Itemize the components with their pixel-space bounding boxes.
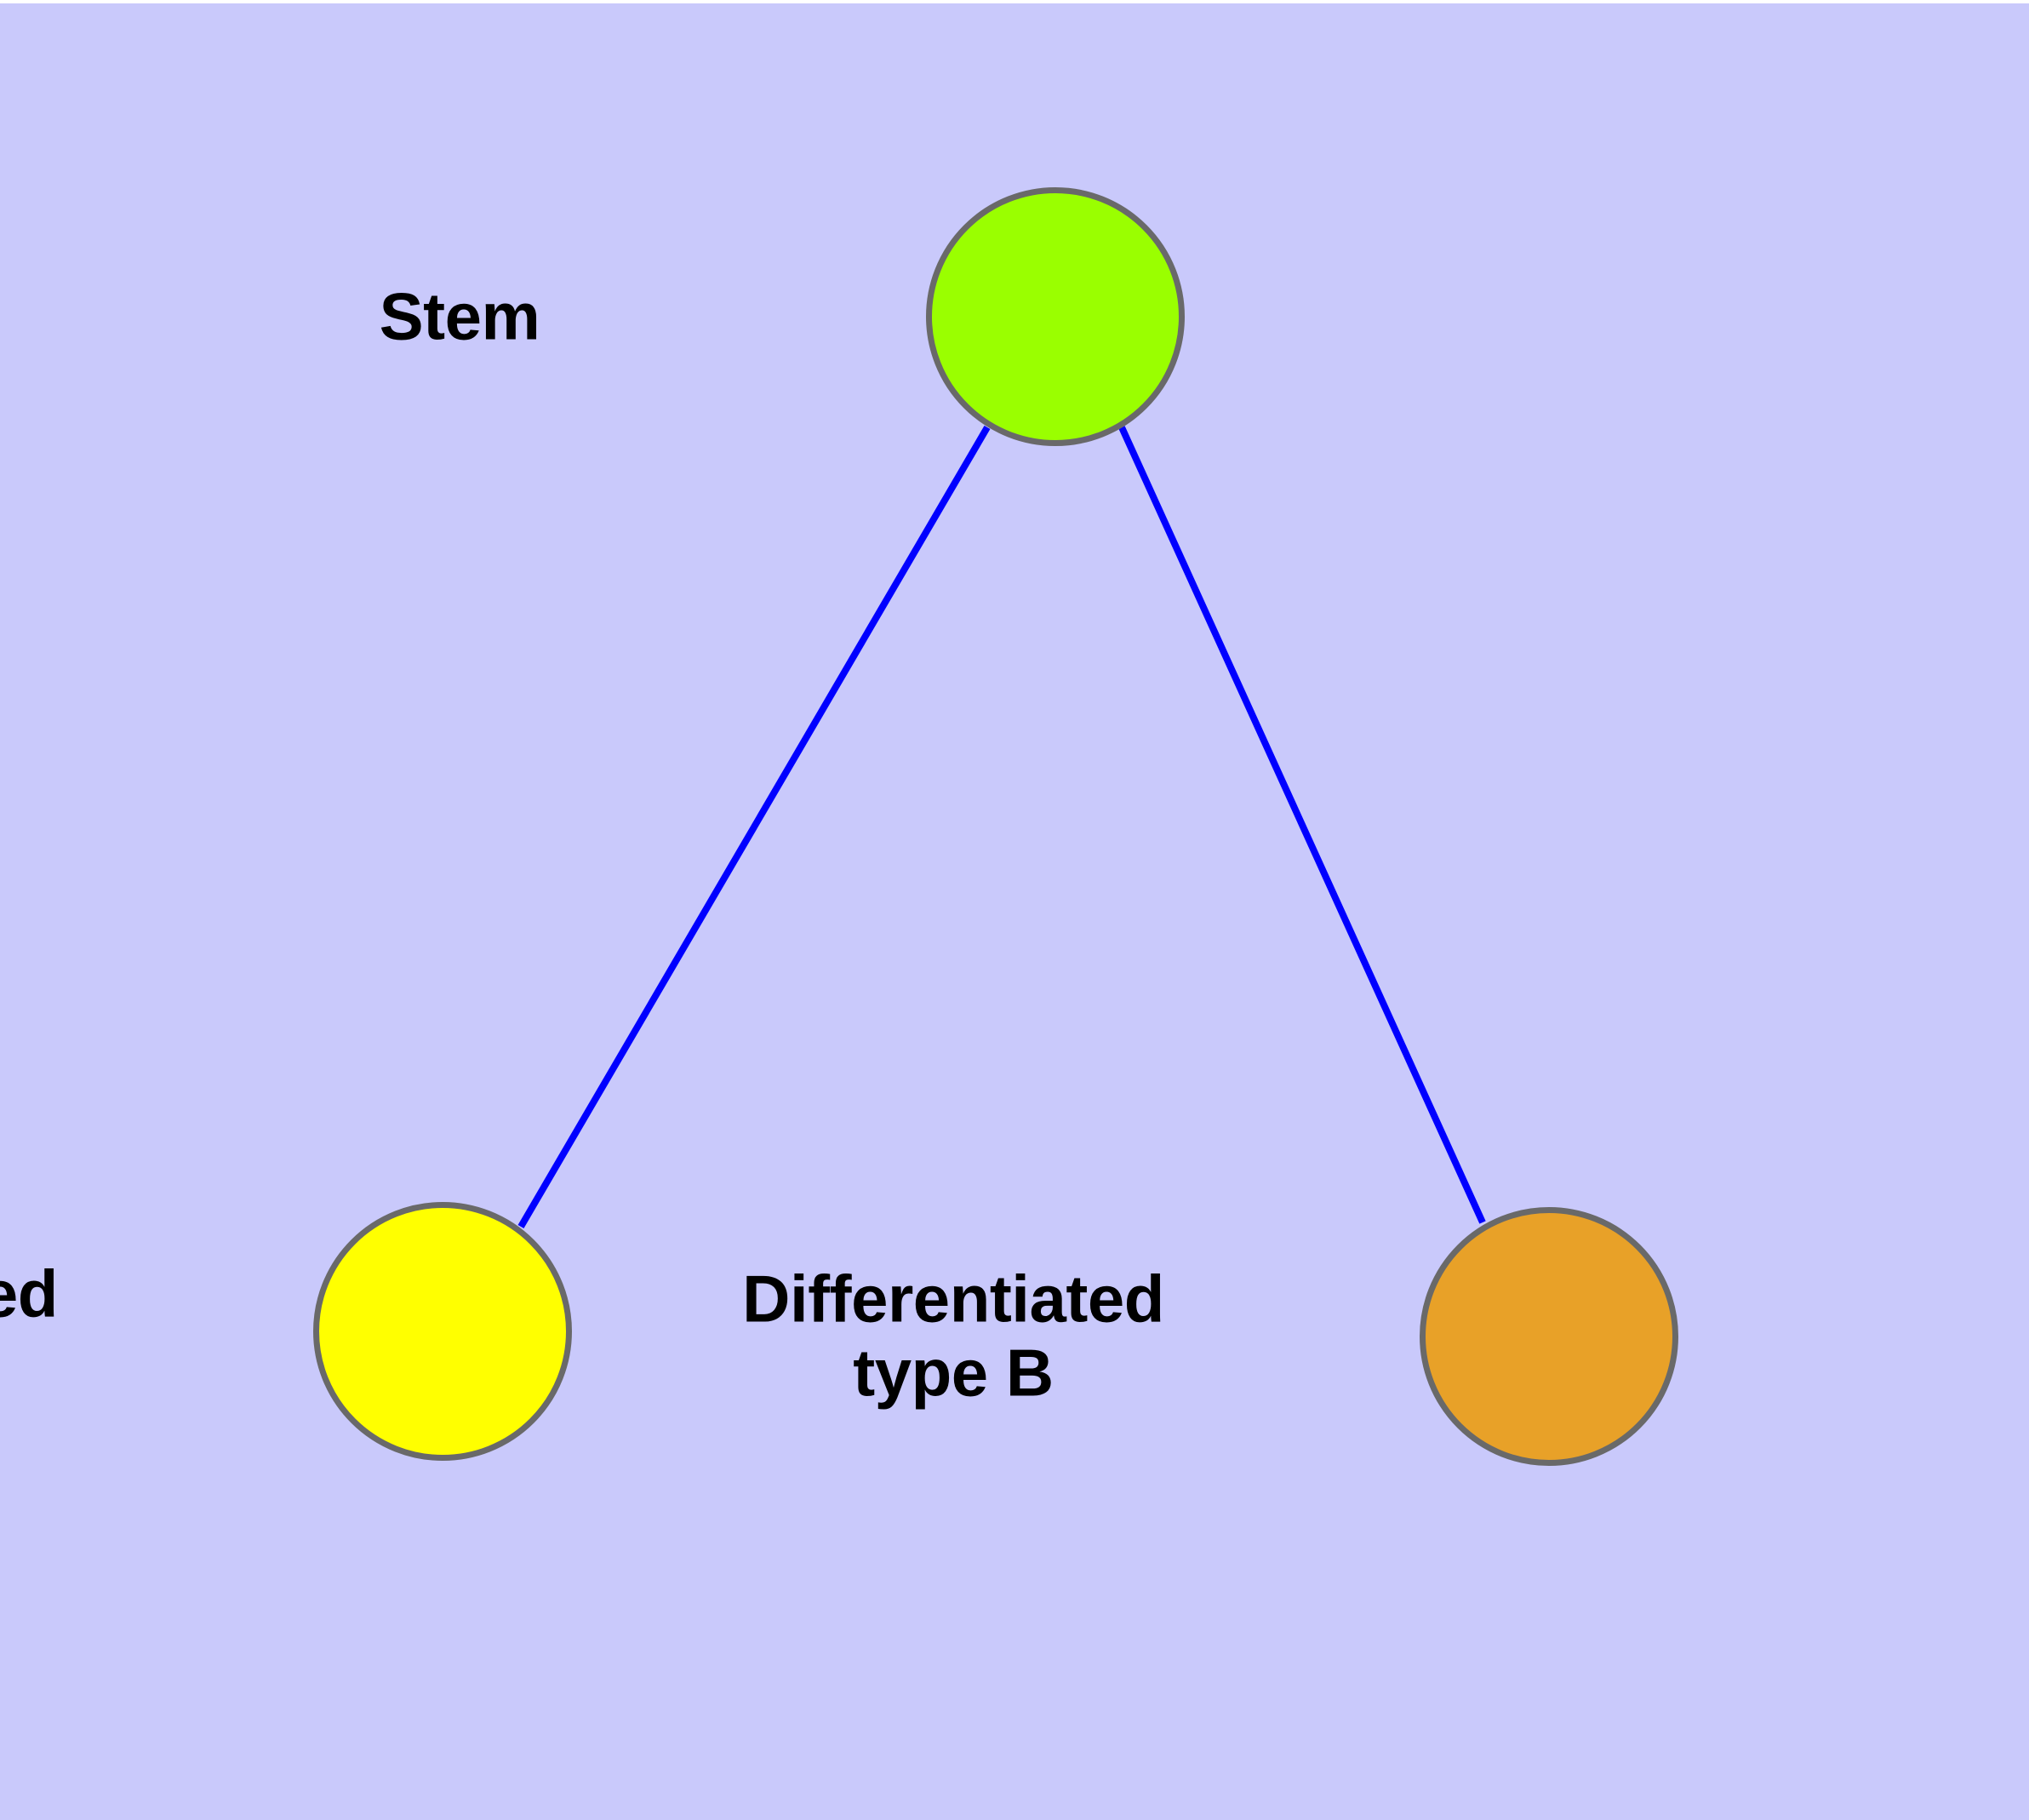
- graph-edge-stem-to-diff-a[interactable]: [517, 425, 991, 1229]
- node-circle-stem[interactable]: [926, 187, 1185, 446]
- node-circle-diff-a[interactable]: [313, 1202, 572, 1461]
- graph-edge-stem-to-diff-b[interactable]: [1118, 426, 1486, 1224]
- edge-collection: [517, 425, 1486, 1229]
- node-circle-diff-b[interactable]: [1420, 1207, 1678, 1466]
